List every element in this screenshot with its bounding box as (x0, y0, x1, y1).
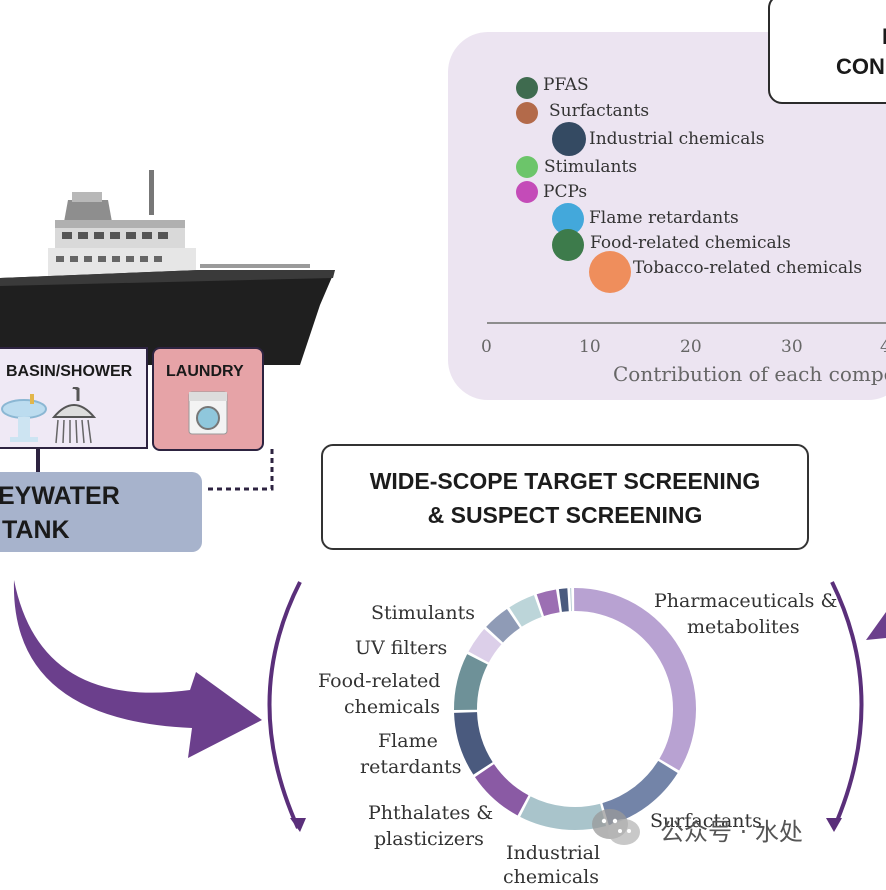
donut-label-pharma-line2: metabolites (687, 616, 800, 638)
donut-label-flame-line2: retardants (360, 756, 462, 778)
x-tick-0: 0 (481, 337, 492, 357)
laundry-label: LAUNDRY (166, 363, 244, 380)
ship-illustration (0, 170, 335, 365)
legend-label-flame: Flame retardants (589, 208, 739, 228)
basin-to-tank-line (36, 449, 40, 473)
x-tick-10: 10 (579, 337, 601, 357)
greywater-label-line1: EYWATER (0, 482, 120, 510)
basin-icon (1, 394, 47, 442)
donut-segment-6 (468, 629, 502, 663)
basin-shower-label: BASIN/SHOWER (6, 363, 133, 380)
donut-label-food-line2: chemicals (344, 696, 441, 718)
donut-label-flame-line1: Flame (378, 730, 438, 752)
washing-machine-icon (188, 391, 228, 435)
legend-dot-pfas (516, 77, 538, 99)
donut-label-uv-filters: UV filters (355, 637, 448, 659)
screening-line-2: & SUSPECT SCREENING (427, 502, 703, 528)
legend-label-tobacco: Tobacco-related chemicals (633, 258, 863, 278)
donut-segment-0 (574, 588, 696, 771)
donut-label-stimulants: Stimulants (371, 602, 476, 624)
title-line-2: CON (836, 54, 885, 79)
watermark-text: 公众号 · 水处 (660, 818, 803, 846)
donut-segment-7 (486, 608, 520, 643)
donut-label-pharma-line1: Pharmaceuticals & (654, 590, 838, 612)
legend-label-surfactants: Surfactants (549, 101, 650, 121)
conclusion-title-box: I CON (768, 0, 886, 104)
donut-segment-10 (558, 588, 569, 612)
basin-shower-box: BASIN/SHOWER (0, 347, 148, 449)
donut-segment-5 (454, 654, 488, 710)
donut-segment-9 (536, 589, 560, 617)
legend-label-stimulants: Stimulants (544, 157, 638, 177)
compound-donut-chart (454, 588, 696, 830)
legend-dot-stimulants (516, 156, 538, 178)
flow-arrows (13, 580, 886, 832)
laundry-box: LAUNDRY (152, 347, 264, 451)
donut-label-industrial-line2: chemicals (503, 866, 600, 888)
bubble-x-axis-label: Contribution of each compour (613, 362, 886, 386)
donut-segment-3 (474, 764, 529, 816)
legend-dot-tobacco (589, 251, 631, 293)
x-tick-20: 20 (680, 337, 702, 357)
legend-dot-pcps (516, 181, 538, 203)
donut-segment-2 (520, 796, 607, 830)
legend-label-pcps: PCPs (543, 182, 588, 202)
shower-icon (51, 387, 97, 444)
legend-dot-surfactants (516, 102, 538, 124)
legend-dot-food (552, 229, 584, 261)
legend-label-pfas: PFAS (543, 75, 589, 95)
x-tick-30: 30 (781, 337, 803, 357)
title-line-1: I (882, 24, 886, 49)
wechat-logo-icon (592, 809, 640, 845)
donut-segment-1 (602, 760, 678, 826)
bubble-x-axis-line (487, 322, 886, 324)
donut-label-industrial-line1: Industrial (506, 842, 601, 864)
donut-segment-4 (454, 712, 493, 775)
legend-label-industrial: Industrial chemicals (589, 129, 765, 149)
screening-line-1: WIDE-SCOPE TARGET SCREENING (369, 468, 761, 494)
donut-label-food-line1: Food-related (318, 670, 441, 692)
donut-label-phthalates-line1: Phthalates & (368, 802, 494, 824)
legend-dot-industrial (552, 122, 586, 156)
donut-segment-8 (509, 595, 542, 627)
greywater-tank-box: EYWATER TANK (0, 472, 202, 552)
screening-method-box: WIDE-SCOPE TARGET SCREENING & SUSPECT SC… (321, 444, 809, 550)
donut-label-surfactants: Surfactants (650, 810, 762, 832)
x-tick-40: 4 (880, 337, 886, 357)
legend-label-food: Food-related chemicals (590, 233, 791, 253)
donut-segment-11 (570, 588, 572, 612)
greywater-label-line2: TANK (2, 516, 70, 544)
laundry-to-tank-dotted-line (204, 449, 274, 491)
donut-label-phthalates-line2: plasticizers (374, 828, 484, 850)
